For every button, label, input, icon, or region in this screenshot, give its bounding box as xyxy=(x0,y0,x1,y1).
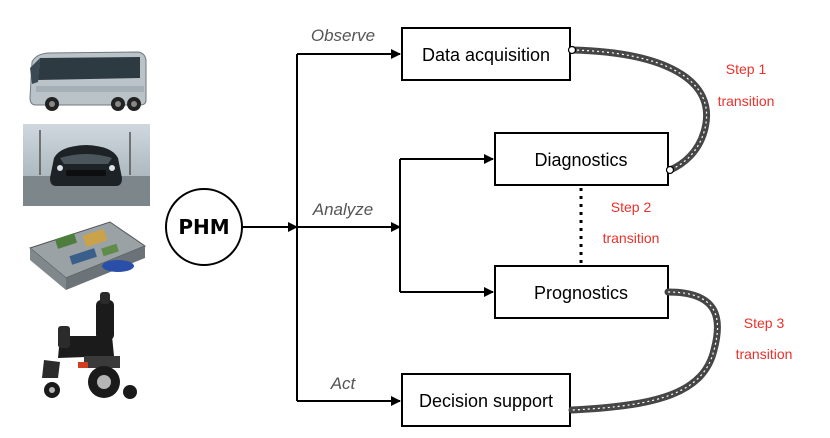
step3-transition-band xyxy=(568,288,721,414)
diagnostics-label: Diagnostics xyxy=(534,150,627,170)
step1-label-line2: transition xyxy=(718,93,775,109)
step3-label-line1: Step 3 xyxy=(744,315,785,331)
step2-label-line1: Step 2 xyxy=(611,199,652,215)
decision-support-box: Decision support xyxy=(401,373,571,427)
analyze-label: Analyze xyxy=(312,200,373,219)
prognostics-label: Prognostics xyxy=(534,283,628,303)
prognostics-box: Prognostics xyxy=(494,265,669,319)
power-wheelchair-photo xyxy=(25,292,145,410)
step1-transition-band xyxy=(567,45,710,175)
phm-hub-label: PHM xyxy=(178,215,229,239)
decision-support-label: Decision support xyxy=(419,391,553,411)
diagnostics-box: Diagnostics xyxy=(494,132,669,186)
step1-label-line1: Step 1 xyxy=(726,61,767,77)
data-acquisition-box: Data acquisition xyxy=(401,27,571,81)
circuit-board-device-photo xyxy=(22,212,150,296)
step3-label-line2: transition xyxy=(736,346,793,362)
sports-car-photo xyxy=(23,124,150,206)
act-label: Act xyxy=(330,374,357,393)
observe-label: Observe xyxy=(311,26,375,45)
step2-label-line2: transition xyxy=(603,230,660,246)
coach-bus-photo xyxy=(20,45,148,117)
flow-connectors xyxy=(242,49,494,406)
data-acquisition-label: Data acquisition xyxy=(422,45,550,65)
